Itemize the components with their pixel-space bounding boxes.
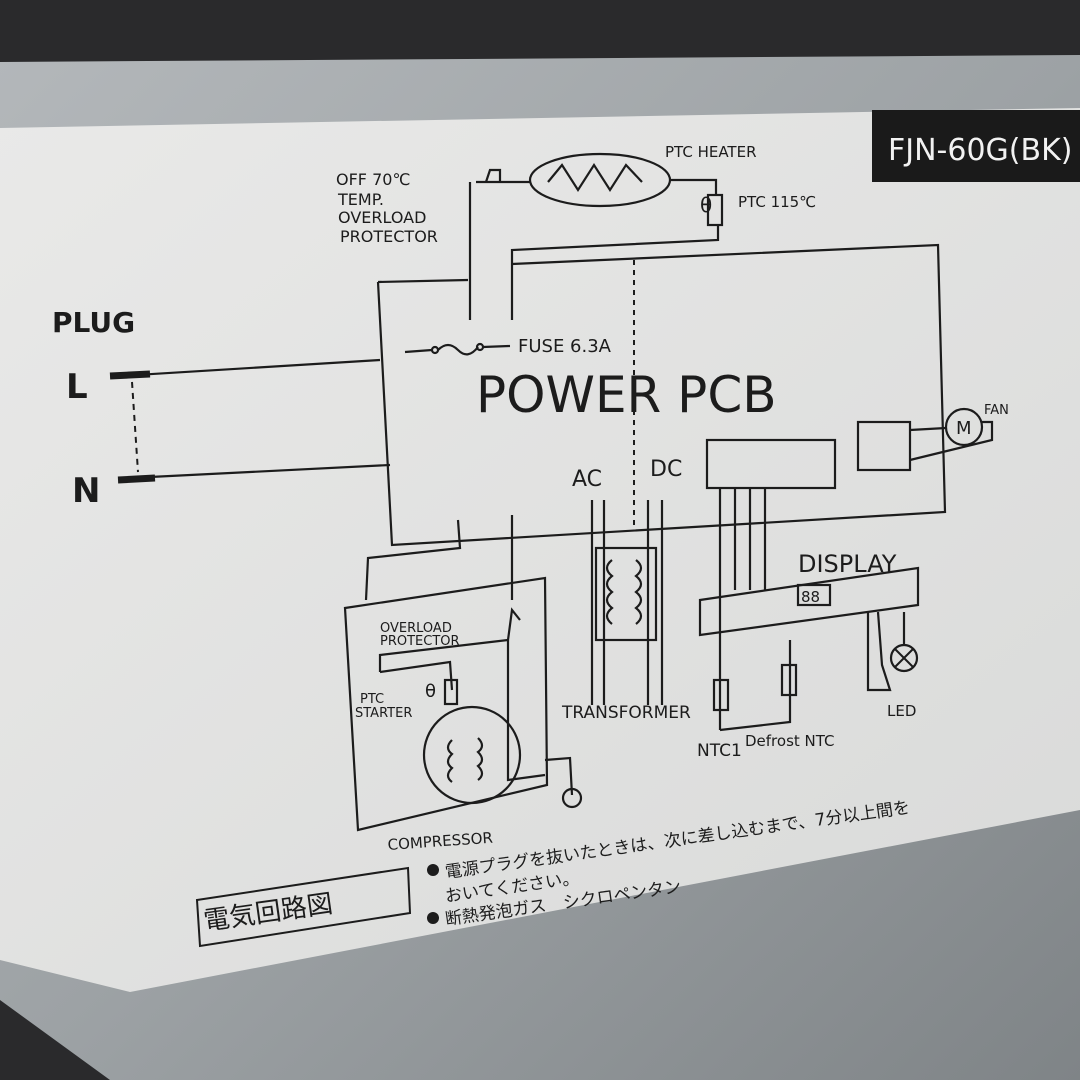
dc-label: DC bbox=[650, 457, 682, 482]
temp-protector-label-4: PROTECTOR bbox=[340, 227, 438, 246]
ptc-theta-symbol: θ bbox=[700, 193, 712, 217]
ptc-starter-label-2: STARTER bbox=[355, 706, 412, 721]
plug-n-label: N bbox=[72, 471, 100, 511]
temp-protector-label-1: OFF 70℃ bbox=[336, 170, 410, 189]
wiring: 88 bbox=[109, 152, 994, 832]
led-label: LED bbox=[887, 702, 916, 720]
starter-theta-symbol: θ bbox=[425, 681, 436, 702]
ptc-starter-label-1: PTC bbox=[360, 692, 384, 707]
model-badge-text: FJN-60G(BK) bbox=[888, 133, 1072, 168]
ptc-heater-label: PTC HEATER bbox=[665, 143, 757, 161]
defrost-ntc-label: Defrost NTC bbox=[745, 732, 835, 750]
label-sticker bbox=[0, 108, 1080, 992]
fan-motor-symbol: M bbox=[956, 418, 972, 439]
temp-protector-label-2: TEMP. bbox=[337, 190, 384, 209]
power-pcb-label: POWER PCB bbox=[476, 366, 777, 424]
plug-l-label: L bbox=[66, 367, 88, 407]
display-digits: 88 bbox=[801, 588, 820, 606]
fan-label: FAN bbox=[984, 403, 1009, 418]
temp-protector-label-3: OVERLOAD bbox=[338, 208, 426, 227]
display-label: DISPLAY bbox=[798, 550, 897, 578]
model-badge: FJN-60G(BK) bbox=[872, 110, 1080, 182]
transformer-label: TRANSFORMER bbox=[561, 703, 691, 723]
diagram-labels: PTC HEATER OFF 70℃ TEMP. OVERLOAD PROTEC… bbox=[52, 143, 1009, 854]
ptc-115-label: PTC 115℃ bbox=[738, 193, 816, 211]
ac-label: AC bbox=[572, 467, 602, 492]
plug-label: PLUG bbox=[52, 306, 135, 339]
ntc1-label: NTC1 bbox=[697, 741, 742, 761]
overload-protector-label-1: OVERLOAD bbox=[380, 621, 452, 636]
overload-protector-label-2: PROTECTOR bbox=[380, 634, 460, 649]
fuse-label: FUSE 6.3A bbox=[518, 336, 612, 357]
